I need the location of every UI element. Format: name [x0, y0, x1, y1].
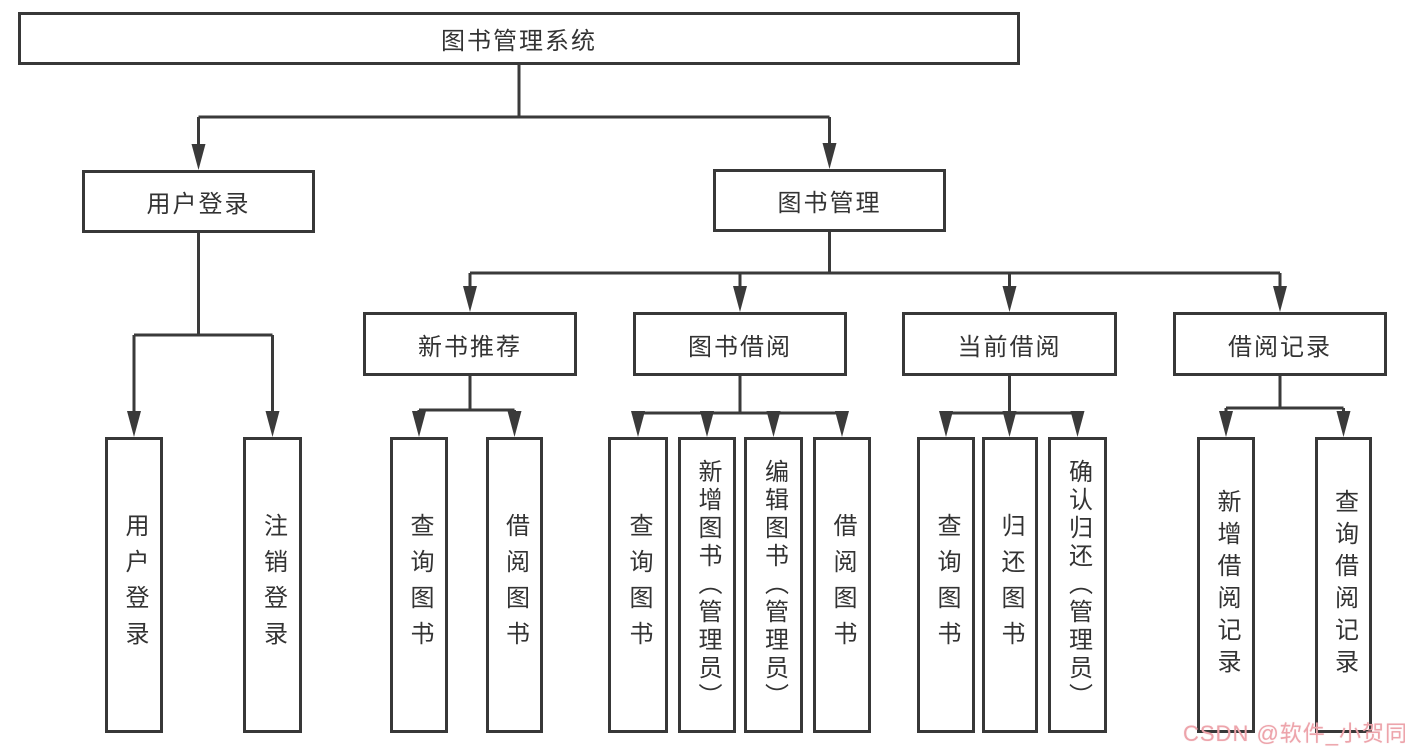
connector-new-book-children — [412, 376, 522, 437]
leaf-confirm-return-admin: 确认归还（管理员） — [1048, 437, 1107, 733]
leaf-borrow-edit-admin: 编辑图书（管理员） — [744, 437, 803, 733]
leaf-borrow-query-label: 查询图书 — [625, 513, 652, 657]
node-root-label: 图书管理系统 — [441, 28, 597, 55]
leaf-newbook-borrow: 借阅图书 — [486, 437, 543, 733]
leaf-borrow-add-admin-label: 新增图书（管理员） — [694, 459, 721, 711]
node-book-borrowing: 图书借阅 — [633, 312, 847, 376]
leaf-borrow-add-admin: 新增图书（管理员） — [678, 437, 736, 733]
leaf-borrow-book-label: 借阅图书 — [829, 513, 856, 657]
node-new-book-recommend-label: 新书推荐 — [418, 333, 522, 361]
leaf-newbook-query-label: 查询图书 — [406, 513, 433, 657]
leaf-borrow-query: 查询图书 — [608, 437, 668, 733]
connector-root-to-level1 — [191, 65, 837, 170]
leaf-newbook-query: 查询图书 — [390, 437, 448, 733]
leaf-borrow-book: 借阅图书 — [813, 437, 871, 733]
node-user-login: 用户登录 — [82, 170, 315, 233]
leaf-return-book: 归还图书 — [982, 437, 1038, 733]
leaf-logout-label: 注销登录 — [259, 513, 287, 657]
leaf-confirm-return-admin-label: 确认归还（管理员） — [1064, 459, 1092, 711]
connector-book-mgmt-to-level2 — [463, 232, 1287, 312]
leaf-return-book-label: 归还图书 — [997, 513, 1024, 657]
node-root: 图书管理系统 — [18, 12, 1020, 65]
csdn-watermark: CSDN @软件_小贺同学 — [1183, 721, 1405, 746]
node-borrow-records-label: 借阅记录 — [1228, 333, 1332, 361]
node-borrow-records: 借阅记录 — [1173, 312, 1387, 376]
leaf-record-add-label: 新增借阅记录 — [1213, 489, 1240, 681]
node-current-borrowing-label: 当前借阅 — [957, 333, 1062, 361]
connector-book-borrow-children — [631, 376, 849, 437]
leaf-current-query-label: 查询图书 — [933, 513, 960, 657]
leaf-borrow-edit-admin-label: 编辑图书（管理员） — [760, 459, 788, 711]
connector-current-borrow-children — [939, 376, 1085, 437]
node-current-borrowing: 当前借阅 — [902, 312, 1117, 376]
leaf-current-query: 查询图书 — [917, 437, 975, 733]
connector-user-login-children — [127, 233, 280, 437]
leaf-record-query-label: 查询借阅记录 — [1330, 489, 1358, 681]
node-book-borrowing-label: 图书借阅 — [688, 333, 792, 361]
leaf-user-login-label: 用户登录 — [121, 513, 148, 657]
node-new-book-recommend: 新书推荐 — [363, 312, 577, 376]
node-user-login-label: 用户登录 — [146, 191, 251, 218]
leaf-record-add: 新增借阅记录 — [1197, 437, 1255, 733]
leaf-newbook-borrow-label: 借阅图书 — [501, 513, 529, 657]
leaf-record-query: 查询借阅记录 — [1315, 437, 1372, 733]
node-book-management-label: 图书管理 — [777, 190, 882, 217]
connector-borrow-record-children — [1219, 376, 1351, 437]
leaf-user-login: 用户登录 — [105, 437, 163, 733]
node-book-management: 图书管理 — [713, 169, 946, 232]
leaf-logout: 注销登录 — [243, 437, 302, 733]
